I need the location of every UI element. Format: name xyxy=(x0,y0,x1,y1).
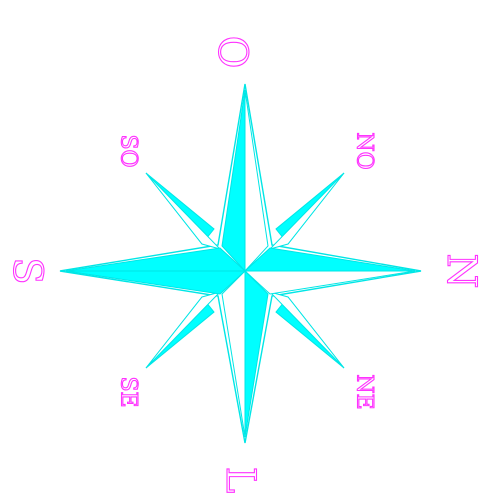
label-upper-left: SO xyxy=(116,134,141,167)
label-top: O xyxy=(209,36,255,69)
label-upper-right: NO xyxy=(352,132,377,169)
label-lower-left: SE xyxy=(116,376,141,407)
label-left: S xyxy=(4,257,50,284)
label-right: N xyxy=(438,254,484,289)
label-lower-right: NE xyxy=(352,374,377,409)
label-bottom: L xyxy=(217,467,263,494)
